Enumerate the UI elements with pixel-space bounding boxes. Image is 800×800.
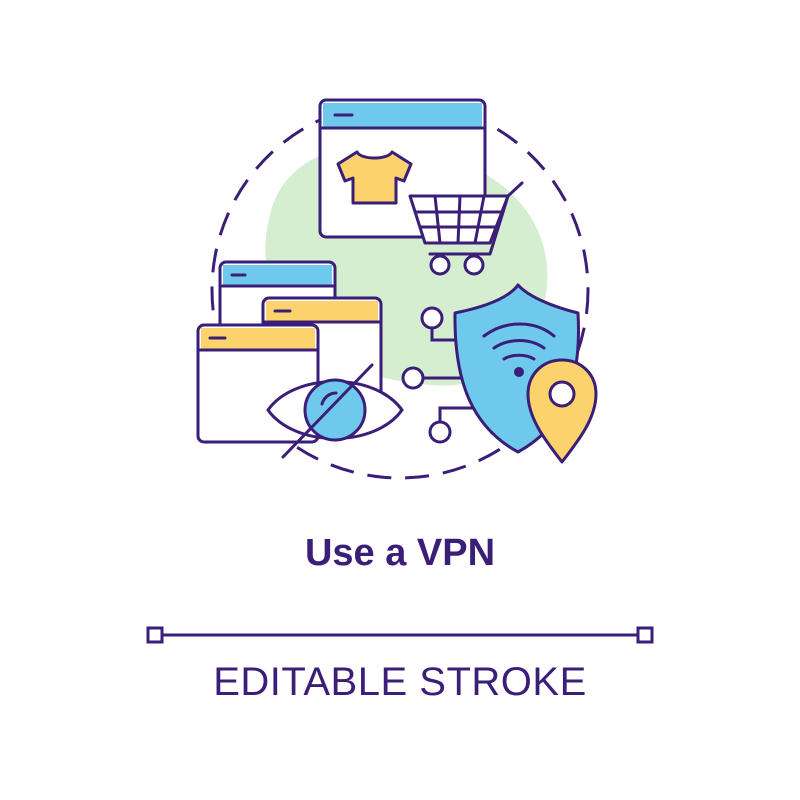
location-pin-icon xyxy=(526,358,598,464)
browser-windows-icon xyxy=(196,260,383,444)
hidden-eye-icon xyxy=(266,363,404,459)
editable-stroke-caption: EDITABLE STROKE xyxy=(213,660,587,704)
shopping-cart-icon xyxy=(408,181,524,276)
editable-stroke-line xyxy=(146,626,654,644)
t-shirt-icon xyxy=(336,150,413,205)
page-title: Use a VPN xyxy=(304,532,496,574)
